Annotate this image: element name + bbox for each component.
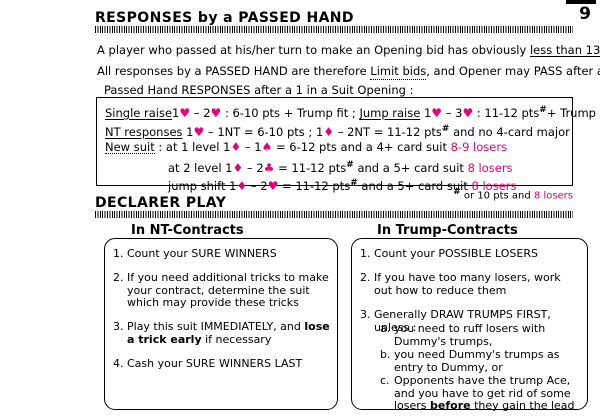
row4-text-a: = 11-12 pts [274,160,347,175]
label-single-raise: Single raise [105,105,173,120]
diamond-icon: ♦ [230,140,242,154]
trump-contracts-panel: 1. Count your POSSIBLE LOSERS 2. If you … [351,238,588,413]
corner-marker [566,0,596,4]
panel-heading-trump: In Trump-Contracts [377,223,518,238]
bid-row-jump-shift: jump shift 1♦ – 2♥ = 11-12 pts# and a 5+… [105,177,517,192]
club-icon: ♣ [263,160,275,175]
diamond-icon: ♦ [236,178,248,193]
list-item: If you have too many losers, work out ho… [374,271,561,297]
spade-icon: ♠ [261,140,273,154]
heart-icon: ♥ [462,105,474,120]
sub-item-pre: Opponents have the trump Ace, and you ha… [394,374,571,413]
bid-table-caption: Passed Hand RESPONSES after a 1 in a Sui… [104,83,414,97]
heart-icon: ♥ [431,105,443,120]
list-item: Cash your SURE WINNERS LAST [127,357,303,370]
section-title-declarer-play: DECLARER PLAY [95,195,227,211]
list-item: Count your POSSIBLE LOSERS [374,247,538,260]
list-item-number: 3. [113,320,124,333]
sub-item: you need to ruff losers with Dummy's tru… [394,322,546,348]
row3-mid: – 1 [241,140,262,154]
row2-text-a: – 1NT = 6-10 pts ; 1 [204,124,324,139]
intro-2-limit-bids: Limit bids [370,64,427,80]
row1-bid-b: 1 [420,105,432,120]
list-item-number: 4. [113,357,124,370]
section-rule-declarer [95,211,573,218]
list-item: Generally DRAW TRUMPS FIRST, unless : [374,308,551,334]
row3-text: = 6-12 pts and a 4+ card suit [272,140,451,154]
sub-item-number: c. [380,374,390,387]
row4-mid: – 2 [243,160,264,175]
list-item-number: 2. [360,271,371,284]
sub-item-post: they gain the lead [470,399,575,413]
list-item-number: 1. [113,247,124,260]
bid-row-new-suit-2level: at 2 level 1♦ – 2♣ = 11-12 pts# and a 5+… [105,159,513,174]
row1-text-c: + Trump fit [546,105,600,120]
row2-text-c: and no 4-card major [449,124,570,139]
section-title-responses: RESPONSES by a PASSED HAND [95,10,354,26]
intro-1-underlined: less than 13 points [529,43,600,57]
list-item-emphasis: lose a trick early [127,320,330,346]
row1-text-b: : 11-12 pts [473,105,540,120]
heart-icon: ♥ [193,124,205,139]
sub-item: Opponents have the trump Ace, and you ha… [394,374,581,413]
intro-paragraph-2: All responses by a PASSED HAND are there… [97,64,600,80]
bid-table-footnote: # or 10 pts and 8 losers [0,187,573,201]
row1-dash-a: – 2 [190,105,211,120]
row5-mid: – 2 [247,178,268,193]
footnote-marker: # [539,105,547,115]
row4-losers: 8 losers [467,160,513,175]
heart-icon: ♥ [210,105,222,120]
bid-row-new-suit-1level: New suit : at 1 level 1♦ – 1♠ = 6-12 pts… [105,141,507,154]
heart-icon: ♥ [267,178,279,193]
list-item-number: 2. [113,271,124,284]
row3-lead: : at 1 level 1 [154,140,231,154]
sub-item-number: a. [380,322,391,335]
list-item-pre: Play this suit IMMEDIATELY, and [127,320,305,333]
row3-losers: 8-9 losers [450,140,508,154]
row1-text-a: : 6-10 pts + Trump fit ; [221,105,360,120]
row2-text-b: – 2NT = 11-12 pts [334,124,442,139]
row4-text-b: and a 5+ card suit [353,160,468,175]
footnote-losers: 8 losers [533,190,573,202]
intro-2-text-b: , and Opener may PASS after any response… [426,64,600,78]
footnote-text: or 10 pts and [460,190,534,202]
row5-text-b: and a 5+ card suit [357,178,472,193]
sub-item: you need Dummy's trumps as entry to Dumm… [394,348,560,374]
section-rule-responses [95,26,573,33]
footnote-marker: # [346,160,354,170]
panel-heading-nt: In NT-Contracts [131,223,244,238]
label-jump-raise: Jump raise [359,105,421,120]
row5-text-a: = 11-12 pts [278,178,351,193]
bid-row-nt-responses: NT responses 1♥ – 1NT = 6-10 pts ; 1♦ – … [105,123,570,138]
row1-bid-a: 1 [172,105,180,120]
label-nt-responses: NT responses [105,124,183,139]
footnote-marker: # [441,124,450,134]
page-number: 9 [579,4,591,24]
footnote-marker: # [350,178,358,188]
bid-row-single-raise: Single raise1♥ – 2♥ : 6-10 pts + Trump f… [105,104,600,119]
list-item-post: if necessary [201,332,272,346]
sub-item-emphasis: before [430,399,471,413]
intro-1-text-a: A player who passed at his/her turn to m… [97,43,530,57]
row5-losers: 8 losers [471,178,517,193]
row5-lead: jump shift 1 [168,178,237,193]
intro-paragraph-1: A player who passed at his/her turn to m… [97,44,600,56]
list-item-number: 1. [360,247,371,260]
row1-dash-b: – 3 [442,105,463,120]
label-new-suit: New suit [105,140,155,154]
diamond-icon: ♦ [323,124,335,139]
list-item: Play this suit IMMEDIATELY, and lose a t… [127,320,331,346]
list-item: Count your SURE WINNERS [127,247,277,260]
footnote-marker: # [453,187,461,197]
list-item: If you need additional tricks to make yo… [127,271,329,310]
intro-2-text-a: All responses by a PASSED HAND are there… [97,64,371,78]
sub-item-number: b. [380,348,391,361]
list-item-number: 3. [360,308,371,321]
row2-bid-a: 1 [182,124,194,139]
diamond-icon: ♦ [232,160,244,175]
heart-icon: ♥ [179,105,191,120]
nt-contracts-panel: 1. Count your SURE WINNERS 2. If you nee… [104,238,338,410]
row4-lead: at 2 level 1 [168,160,233,175]
passed-hand-responses-box: Single raise1♥ – 2♥ : 6-10 pts + Trump f… [96,97,600,192]
